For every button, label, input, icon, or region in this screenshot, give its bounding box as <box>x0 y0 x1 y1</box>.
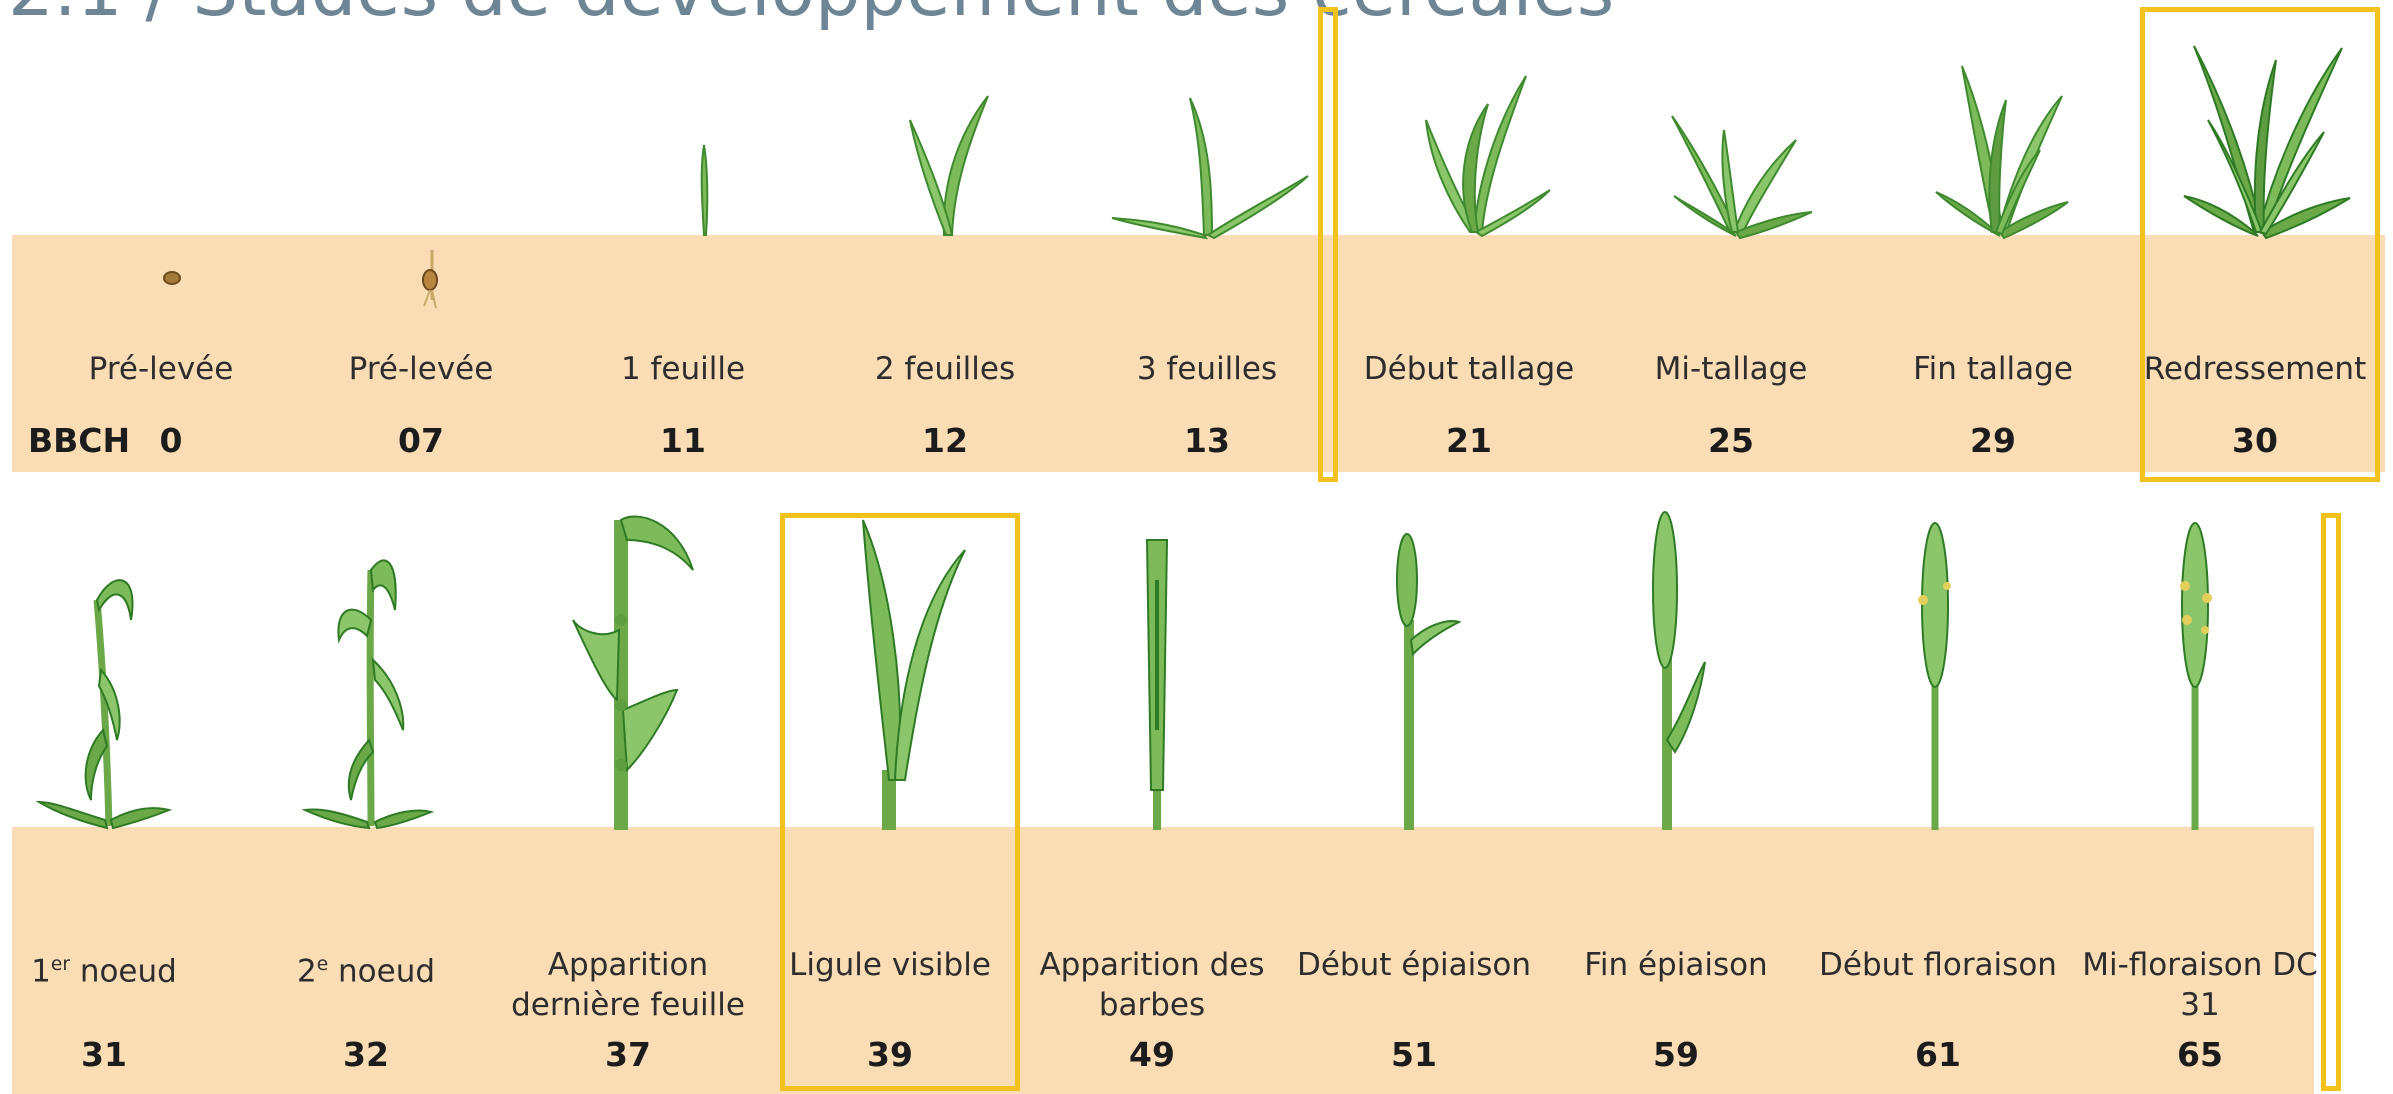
stage-card: 2e noeud 32 <box>235 490 497 1090</box>
bbch-code: 65 <box>2069 1035 2331 1074</box>
stage-label: Début floraison <box>1807 945 2069 985</box>
highlight-frame-tillering-start <box>1318 7 1338 482</box>
stage-card: Apparition des barbes 49 <box>1021 490 1283 1090</box>
stage-card: Pré-levée <box>30 0 292 480</box>
stage-card: 1 feuille 11 <box>552 0 814 480</box>
highlight-frame-ligule-visible <box>780 513 1020 1091</box>
seedling-three-leaves-icon <box>1076 0 1338 330</box>
stage-label: 2e noeud <box>235 945 497 991</box>
seedling-two-leaves-icon <box>814 0 1076 330</box>
seed-icon <box>30 0 292 330</box>
stage-label: Mi-tallage <box>1600 349 1862 389</box>
heading-end-icon <box>1545 490 1807 830</box>
first-node-icon <box>0 490 235 830</box>
bbch-code: 13 <box>1076 421 1338 460</box>
highlight-frame-end <box>2321 513 2341 1091</box>
bbch-code: 29 <box>1862 421 2124 460</box>
stage-card: Fin épiaison 59 <box>1545 490 1807 1090</box>
bbch-code: 49 <box>1021 1035 1283 1074</box>
bbch-code: 21 <box>1338 421 1600 460</box>
bbch-code: 37 <box>497 1035 759 1074</box>
stage-label: Apparition des barbes <box>1021 945 1283 1025</box>
stage-label: Apparition dernière feuille <box>497 945 759 1025</box>
awns-emergence-icon <box>1021 490 1283 830</box>
bbch-code: 31 <box>0 1035 235 1074</box>
stage-label: Fin épiaison <box>1545 945 1807 985</box>
stage-label: Pré-levée <box>30 349 292 389</box>
stage-card: Mi-tallage 25 <box>1600 0 1862 480</box>
stage-label: 1er noeud <box>0 945 235 991</box>
seedling-one-leaf-icon <box>552 0 814 330</box>
stage-card: Mi-floraison DC 31 65 <box>2069 490 2331 1090</box>
second-node-icon <box>235 490 497 830</box>
stage-card: 2 feuilles 12 <box>814 0 1076 480</box>
stage-card: Fin tallage 29 <box>1862 0 2124 480</box>
stage-card: 1er noeud 31 <box>0 490 235 1090</box>
bbch-code: 59 <box>1545 1035 1807 1074</box>
germinating-seed-icon <box>290 0 552 330</box>
tillering-end-icon <box>1862 0 2124 330</box>
stage-label: Début épiaison <box>1283 945 1545 985</box>
stage-label: Mi-floraison DC 31 <box>2069 945 2331 1025</box>
tillering-start-icon <box>1338 0 1600 330</box>
stage-label: Début tallage <box>1338 349 1600 389</box>
bbch-code: 51 <box>1283 1035 1545 1074</box>
stage-label: 1 feuille <box>552 349 814 389</box>
stage-card: Début tallage 21 <box>1338 0 1600 480</box>
highlight-frame-redressement <box>2140 7 2380 482</box>
stage-label: 2 feuilles <box>814 349 1076 389</box>
bbch-code: 07 <box>290 421 552 460</box>
stage-card: 3 feuilles 13 <box>1076 0 1338 480</box>
stage-label: Pré-levée <box>290 349 552 389</box>
bbch-code: 61 <box>1807 1035 2069 1074</box>
stage-card: Apparition dernière feuille 37 <box>497 490 759 1090</box>
flowering-start-icon <box>1807 490 2069 830</box>
stage-card: Début épiaison 51 <box>1283 490 1545 1090</box>
bbch-code: 0 <box>30 421 292 460</box>
bbch-code: 12 <box>814 421 1076 460</box>
flag-leaf-emergence-icon <box>497 490 759 830</box>
bbch-code: 25 <box>1600 421 1862 460</box>
bbch-code: 32 <box>235 1035 497 1074</box>
stage-card: Pré-levée 07 <box>290 0 552 480</box>
stage-card: Début floraison 61 <box>1807 490 2069 1090</box>
stage-label: Fin tallage <box>1862 349 2124 389</box>
stage-label: 3 feuilles <box>1076 349 1338 389</box>
mid-flowering-icon <box>2069 490 2331 830</box>
bbch-code: 11 <box>552 421 814 460</box>
tillering-mid-icon <box>1600 0 1862 330</box>
heading-start-icon <box>1283 490 1545 830</box>
